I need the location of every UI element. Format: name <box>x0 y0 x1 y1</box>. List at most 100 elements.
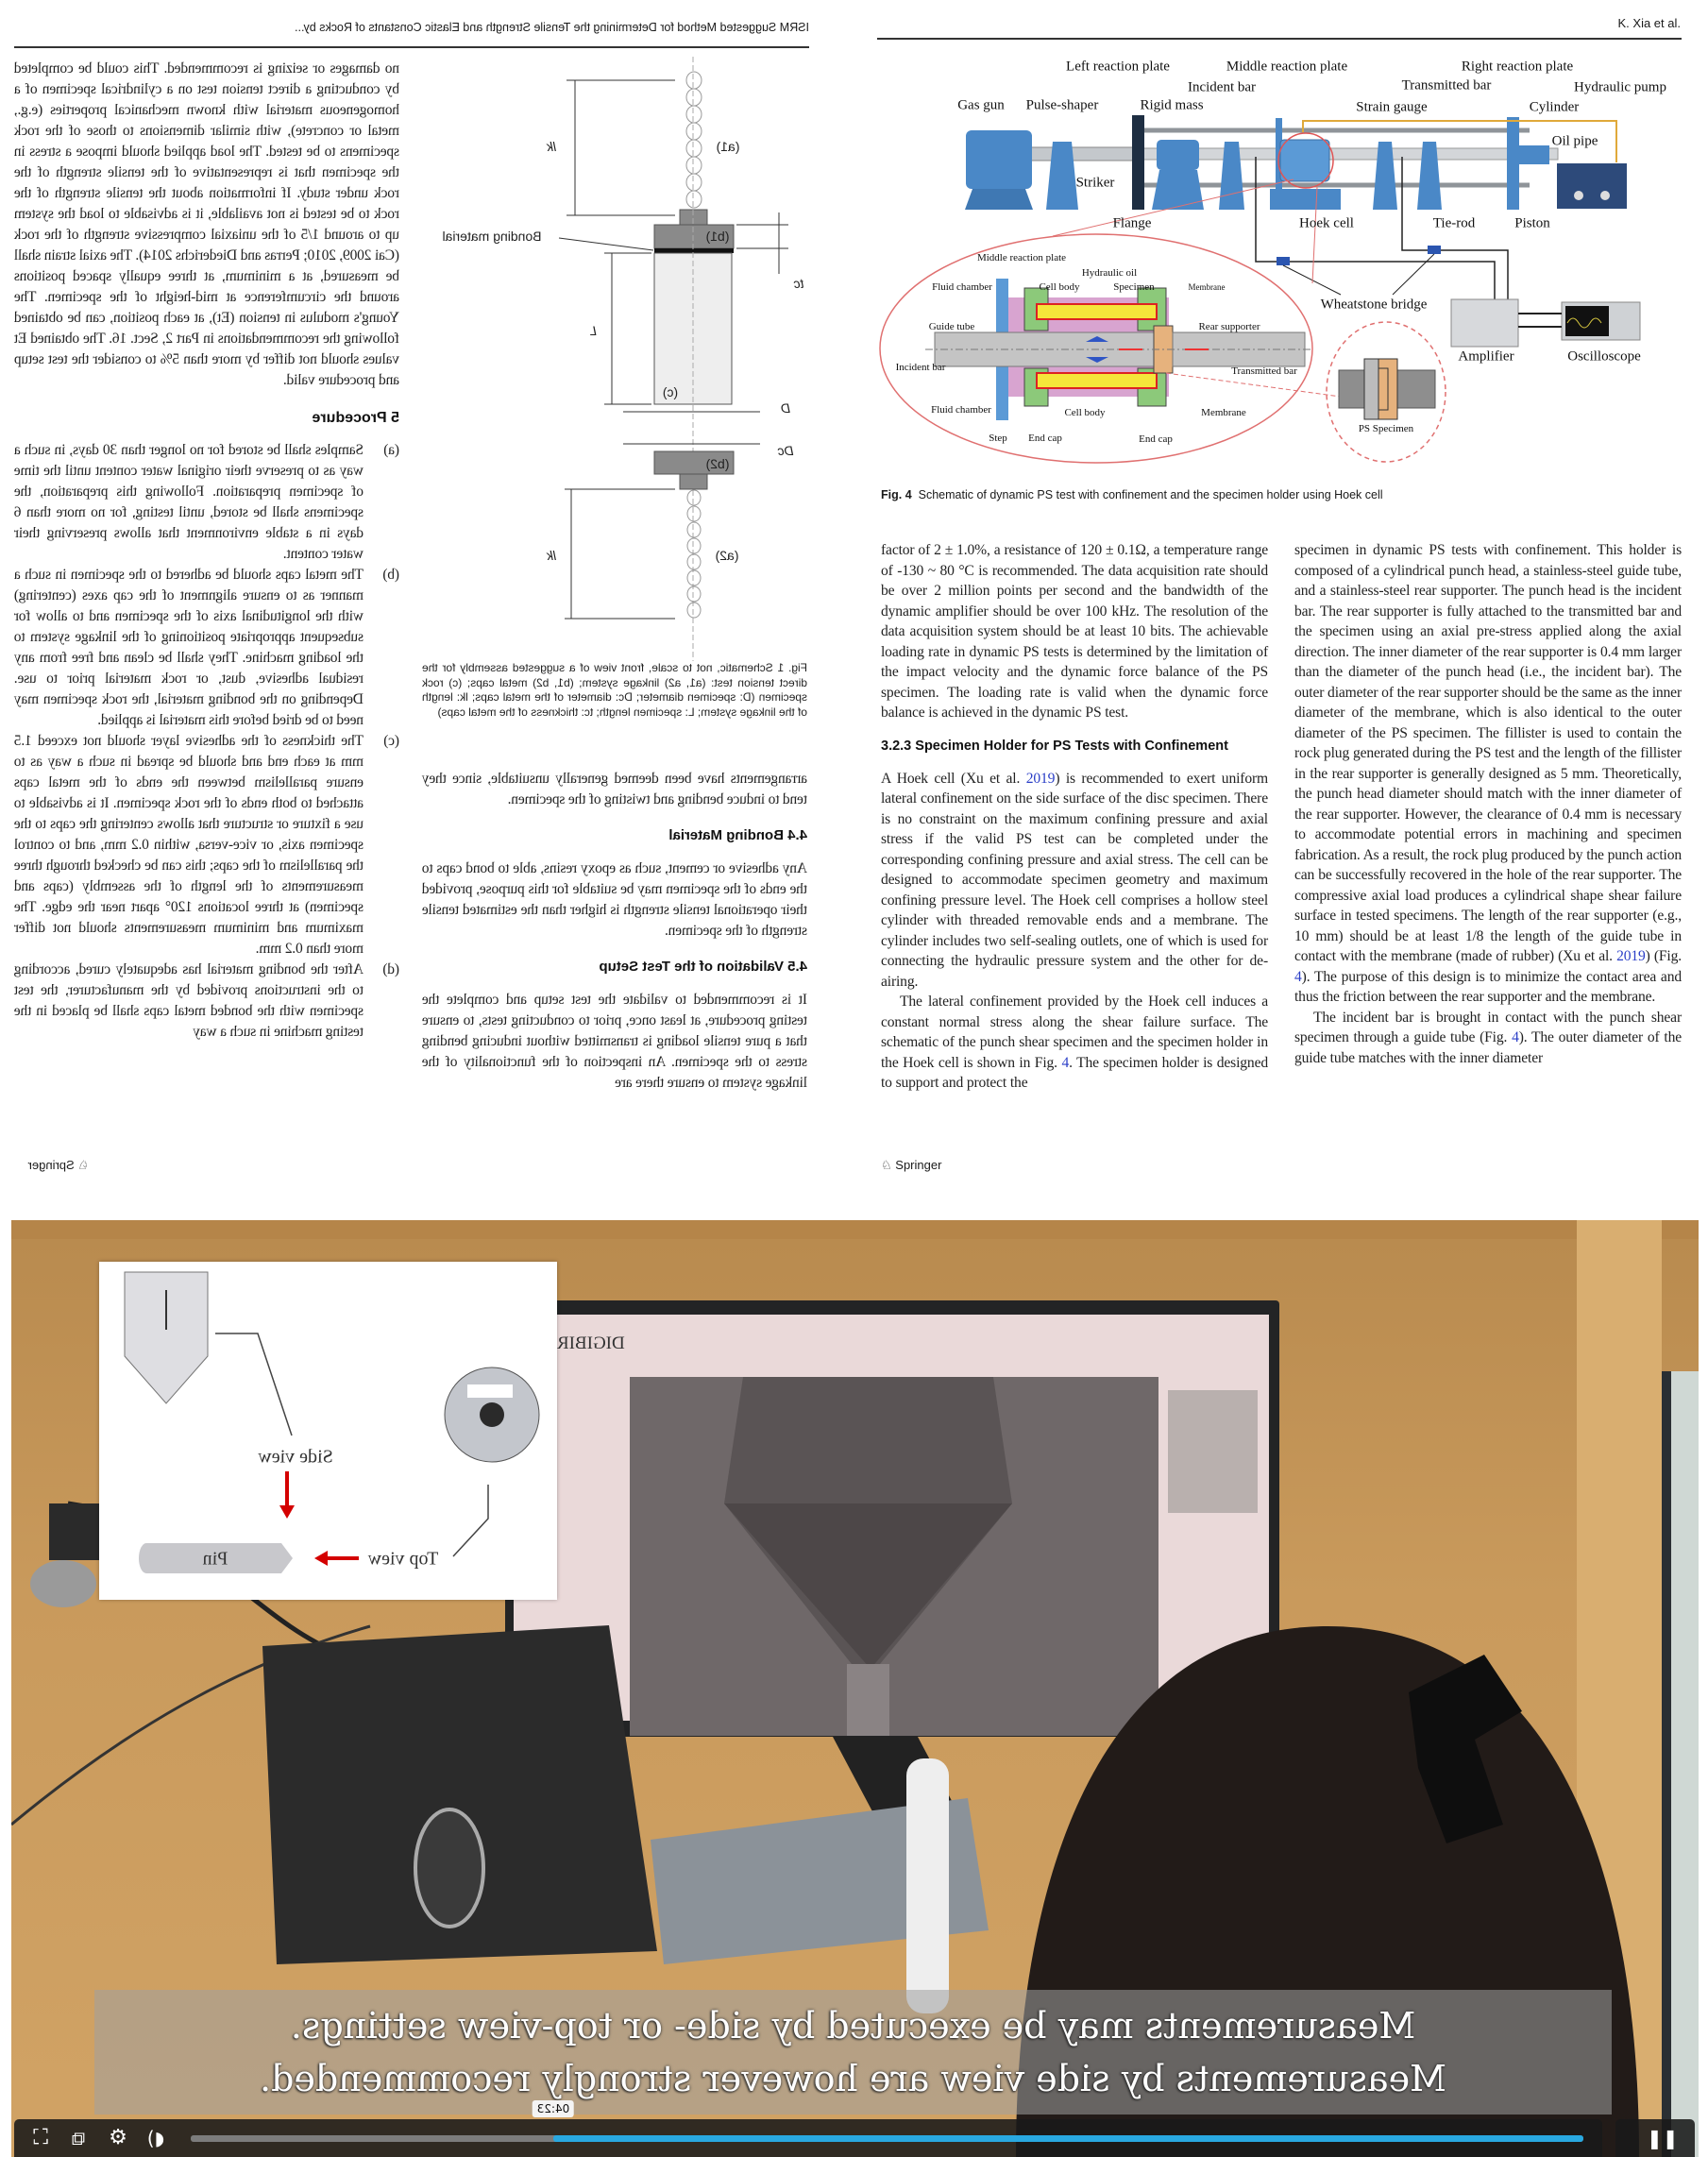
springer-horse-icon: ♘ <box>881 1158 892 1172</box>
figure1-caption: Fig. 1 Schematic, not to scale, front vi… <box>422 661 807 719</box>
fig4-inset-label: Fluid chamber <box>931 404 991 416</box>
side-view-label: Side view <box>258 1446 333 1468</box>
monitor-app-title: DIGIBIR <box>557 1333 625 1353</box>
fig4-inset-label: Guide tube <box>928 321 975 332</box>
procedure-item-label: (c) <box>383 733 399 749</box>
citation-link[interactable]: 2019 <box>1616 948 1646 964</box>
fig4-label: Pulse-shaper <box>1025 97 1099 113</box>
fig4-inset-label: Rear supporter <box>1198 321 1260 332</box>
section-4-4-heading: 4.4 Bonding Material <box>668 827 807 843</box>
procedure-item-a: (a) Samples shall be stored for no longe… <box>14 440 399 565</box>
pin-label: Pin <box>202 1548 228 1570</box>
pause-icon: ❚❚ <box>1647 2127 1679 2149</box>
text-run: ) (Fig. <box>1645 948 1682 964</box>
fig4-inset-label: Incident bar <box>895 362 946 373</box>
col2-paragraph-1: specimen in dynamic PS tests with confin… <box>1294 540 1682 1008</box>
fig4-label: Strain gauge <box>1356 99 1428 115</box>
text-run: specimen in dynamic PS tests with confin… <box>1294 542 1682 964</box>
fig4-inset-label: Hydraulic oil <box>1081 267 1138 279</box>
left-reaction-plate-shape <box>1132 115 1144 210</box>
mousepad <box>262 1625 657 1964</box>
linkage-chain-a1 <box>685 71 702 209</box>
section-3-2-3-heading: 3.2.3 Specimen Holder for PS Tests with … <box>881 738 1228 754</box>
fig4-label: Piston <box>1514 215 1550 231</box>
fig4-label: Tie-rod <box>1432 215 1476 231</box>
fig4-inset-label: Membrane <box>1201 407 1246 418</box>
overlay-diagram: Side view Pin Top view <box>99 1262 557 1600</box>
fig4-inset-label: Transmitted bar <box>1231 365 1297 377</box>
cylinder-shape <box>1519 145 1549 164</box>
fig1-label-D: D <box>780 400 791 416</box>
procedure-item-label: (d) <box>382 961 399 977</box>
volume-icon[interactable]: ◖) <box>146 2127 165 2149</box>
fig1-label-tc: tc <box>793 276 804 291</box>
text-run: . The specimen holder is designed to sup… <box>881 1054 1268 1092</box>
right-reaction-plate-shape <box>1507 117 1519 210</box>
fig1-label-a1: (a1) <box>716 139 740 154</box>
figure-link[interactable]: 4 <box>1294 968 1302 985</box>
fig1-label-lk-top: lk <box>546 139 557 154</box>
section-4-4-text: Any adhesive or cement, such as epoxy re… <box>422 860 807 939</box>
fig4-label: Oil pipe <box>1551 133 1598 149</box>
fig4-inset-label: Cell body <box>1039 281 1080 293</box>
arrangements-paragraph: arrangements have been deemed generally … <box>422 771 807 807</box>
microscope-device <box>906 1758 949 2013</box>
text-run: ) is recommended to exert uniform latera… <box>881 770 1268 990</box>
fig4-label: Hoek cell <box>1299 215 1354 231</box>
picture-in-picture-icon[interactable]: ⧉ <box>71 2127 86 2149</box>
fig4-label: Gas gun <box>957 97 1005 113</box>
section-4-5-heading: 4.5 Validation of the Test Setup <box>599 959 807 975</box>
hair-bow <box>1409 1655 1522 1843</box>
settings-gear-icon[interactable]: ⚙ <box>109 2126 127 2149</box>
section-5-heading: 5 Procedure <box>312 410 399 426</box>
figure-link[interactable]: 4 <box>1512 1029 1519 1045</box>
left-page-body-paragraph: no damages or seizing is recommended. Th… <box>14 60 399 388</box>
fullscreen-icon[interactable]: ⛶ <box>33 2126 48 2149</box>
col1-paragraph-2: A Hoek cell (Xu et al. 2019) is recommen… <box>881 769 1268 993</box>
figure4-caption-text: Schematic of dynamic PS test with confin… <box>918 488 1383 501</box>
current-time: 04:23 <box>536 2102 569 2115</box>
fig1-label-L: L <box>589 323 597 338</box>
fig4-inset-label: Fluid chamber <box>932 281 992 293</box>
progress-track[interactable] <box>191 2135 1583 2142</box>
cap-stub-bottom <box>679 473 708 490</box>
fig4-label: Right reaction plate <box>1461 59 1574 75</box>
page-figures-drawing <box>14 38 1682 661</box>
right-page-publisher-logo: ♘ Springer <box>881 1158 941 1173</box>
left-page-publisher-logo: ♘ Springer <box>13 1158 89 1173</box>
figure4-caption: Fig. 4 Schematic of dynamic PS test with… <box>881 488 1383 501</box>
figure-link[interactable]: 4 <box>1061 1054 1070 1071</box>
hoek-cell-shape <box>1279 139 1330 182</box>
overlay-diagram-drawing <box>124 1271 540 1573</box>
publisher-name: Springer <box>895 1158 942 1172</box>
text-run: ). The purpose of this design is to mini… <box>1294 968 1682 1006</box>
gas-gun-shape <box>966 130 1032 189</box>
fig4-label: Middle reaction plate <box>1226 59 1348 75</box>
pause-button[interactable]: ❚❚ <box>1615 2119 1695 2157</box>
right-page-column-2: specimen in dynamic PS tests with confin… <box>1294 540 1682 1068</box>
left-page-running-header: ISRM Suggested Method for Determining th… <box>295 21 809 34</box>
inset-ellipse <box>879 233 1313 464</box>
col1-paragraph-3: The lateral confinement provided by the … <box>881 992 1268 1094</box>
fig1-label-bonding-material: Bonding material <box>442 229 542 244</box>
video-player[interactable]: Side view Pin Top view DIGIBIR Measureme… <box>11 1220 1699 2157</box>
procedure-item-text: The thickness of the adhesive layer shou… <box>14 733 364 957</box>
procedure-item-b: (b) The metal caps should be adhered to … <box>14 565 399 731</box>
time-tooltip: 04:23 <box>532 2100 574 2117</box>
fig4-inset-label: Specimen <box>1113 281 1155 293</box>
fig4-label: Amplifier <box>1458 348 1514 365</box>
fig4-label: Wheatstone bridge <box>1320 297 1428 313</box>
left-page-main-column: no damages or seizing is recommended. Th… <box>14 59 399 1043</box>
pin-shape <box>139 1543 293 1573</box>
video-frame-scene <box>11 1220 1699 2157</box>
figure4-caption-label: Fig. 4 <box>881 488 912 501</box>
buffered-bar <box>191 2135 609 2142</box>
nozzle-side-shape <box>124 1271 209 1404</box>
fig1-label-Dc: Dc <box>777 443 794 458</box>
citation-link[interactable]: 2019 <box>1025 770 1056 787</box>
ps-specimen-circle <box>1326 321 1446 463</box>
procedure-item-c: (c) The thickness of the adhesive layer … <box>14 731 399 960</box>
text-run: A Hoek cell (Xu et al. <box>881 770 1026 787</box>
fig4-inset-label: End cap <box>1028 433 1062 444</box>
col1-paragraph-1: factor of 2 ± 1.0%, a resistance of 120 … <box>881 542 1268 721</box>
